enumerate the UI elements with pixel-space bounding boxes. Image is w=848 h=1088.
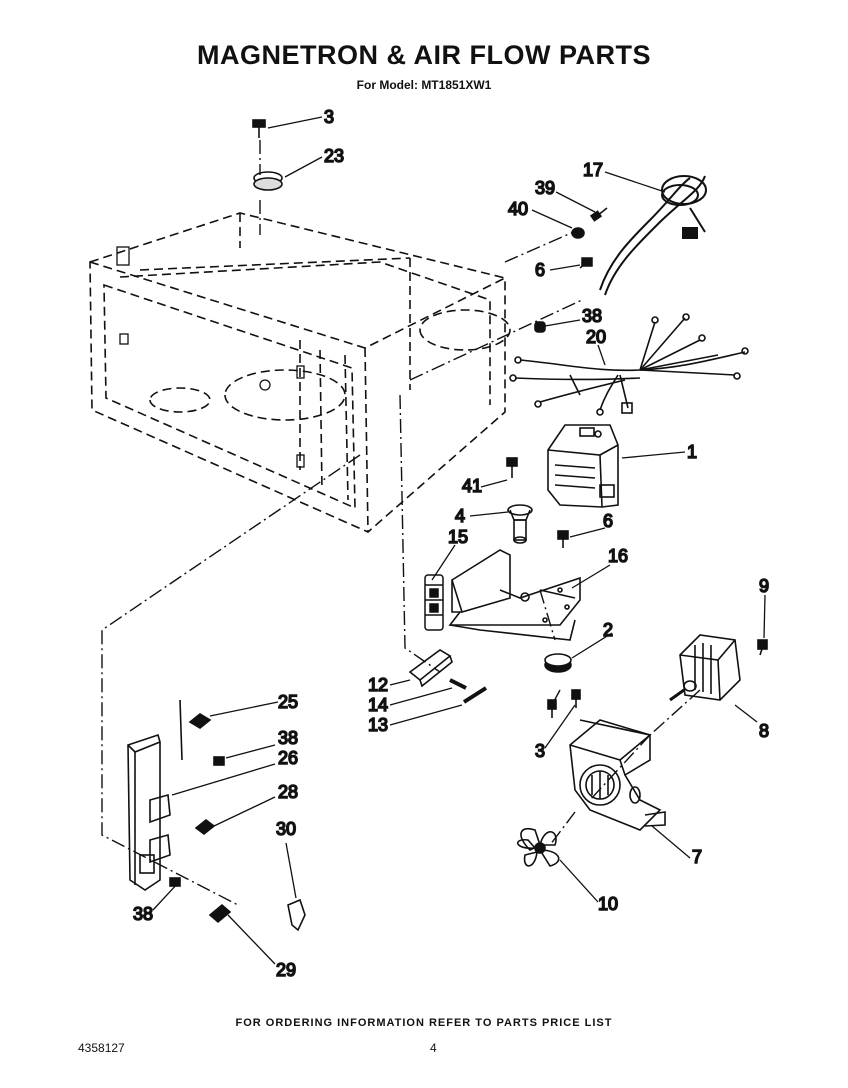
- callout-label: 13: [368, 715, 388, 735]
- screw-icon: [589, 207, 608, 222]
- hinge-icon: [408, 649, 453, 688]
- spring-icon: [449, 678, 467, 690]
- callout-label: 28: [278, 782, 298, 802]
- oven-cavity: [89, 212, 511, 533]
- callout-label: 10: [598, 894, 618, 914]
- thermal-cutout-icon: [253, 171, 283, 191]
- callout-label: 16: [608, 546, 628, 566]
- model-subtitle: For Model: MT1851XW1: [356, 78, 492, 92]
- pin-icon: [462, 686, 488, 704]
- screw-icon: [579, 257, 593, 269]
- latch-switch-icon: [208, 903, 232, 924]
- ordering-note: FOR ORDERING INFORMATION REFER TO PARTS …: [235, 1017, 613, 1029]
- callout-label: 3: [535, 741, 545, 761]
- probe-icon: [507, 504, 533, 544]
- thermal-cutout-icon: [544, 653, 572, 673]
- latch-switch-icon: [194, 818, 216, 836]
- callout-label: 40: [508, 199, 528, 219]
- callout-label: 29: [276, 960, 296, 980]
- callout-label: 9: [759, 576, 769, 596]
- screw-icon: [557, 530, 569, 548]
- power-cord-icon: [599, 175, 707, 296]
- callout-label: 39: [535, 178, 555, 198]
- fan-motor-icon: [669, 634, 741, 702]
- callout-label: 30: [276, 819, 296, 839]
- callout-label: 2: [603, 620, 613, 640]
- callout-label: 6: [535, 260, 545, 280]
- screw-icon: [506, 457, 518, 478]
- latch-actuator-icon: [287, 898, 306, 932]
- air-guide-bracket-icon: [448, 549, 581, 641]
- callout-label: 25: [278, 692, 298, 712]
- callout-label: 14: [368, 695, 388, 715]
- callout-label: 41: [462, 476, 482, 496]
- callout-label: 17: [583, 160, 603, 180]
- screw-icon: [252, 119, 266, 138]
- wire-harness-icon: [509, 313, 749, 416]
- callout-label: 26: [278, 748, 298, 768]
- magnetron-icon: [547, 424, 619, 508]
- washer-icon: [571, 227, 585, 239]
- door-latch-bracket-icon: [127, 733, 171, 891]
- callout-label: 7: [692, 847, 702, 867]
- screw-icon: [534, 321, 546, 333]
- callout-label: 3: [324, 107, 334, 127]
- thermistor-block-icon: [424, 574, 444, 631]
- screw-icon: [169, 756, 225, 887]
- callout-label: 20: [586, 327, 606, 347]
- callout-label: 38: [133, 904, 153, 924]
- latch-switch-icon: [179, 699, 212, 761]
- fan-housing-icon: [569, 719, 666, 831]
- callout-label: 15: [448, 527, 468, 547]
- callout-label: 4: [455, 506, 465, 526]
- callout-label: 6: [603, 511, 613, 531]
- callout-label: 1: [687, 442, 697, 462]
- callout-label: 12: [368, 675, 388, 695]
- callout-pointers: [152, 116, 766, 965]
- fan-blade-icon: [517, 828, 560, 867]
- callout-label: 38: [582, 306, 602, 326]
- callout-label: 38: [278, 728, 298, 748]
- screw-icon: [757, 639, 768, 656]
- document-part-number: 4358127: [78, 1041, 125, 1055]
- page-title: MAGNETRON & AIR FLOW PARTS: [197, 40, 651, 70]
- page-number: 4: [430, 1041, 437, 1055]
- callout-label: 8: [759, 721, 769, 741]
- callout-label: 23: [324, 146, 344, 166]
- screw-icon: [547, 689, 581, 718]
- cavity-details: [116, 246, 305, 468]
